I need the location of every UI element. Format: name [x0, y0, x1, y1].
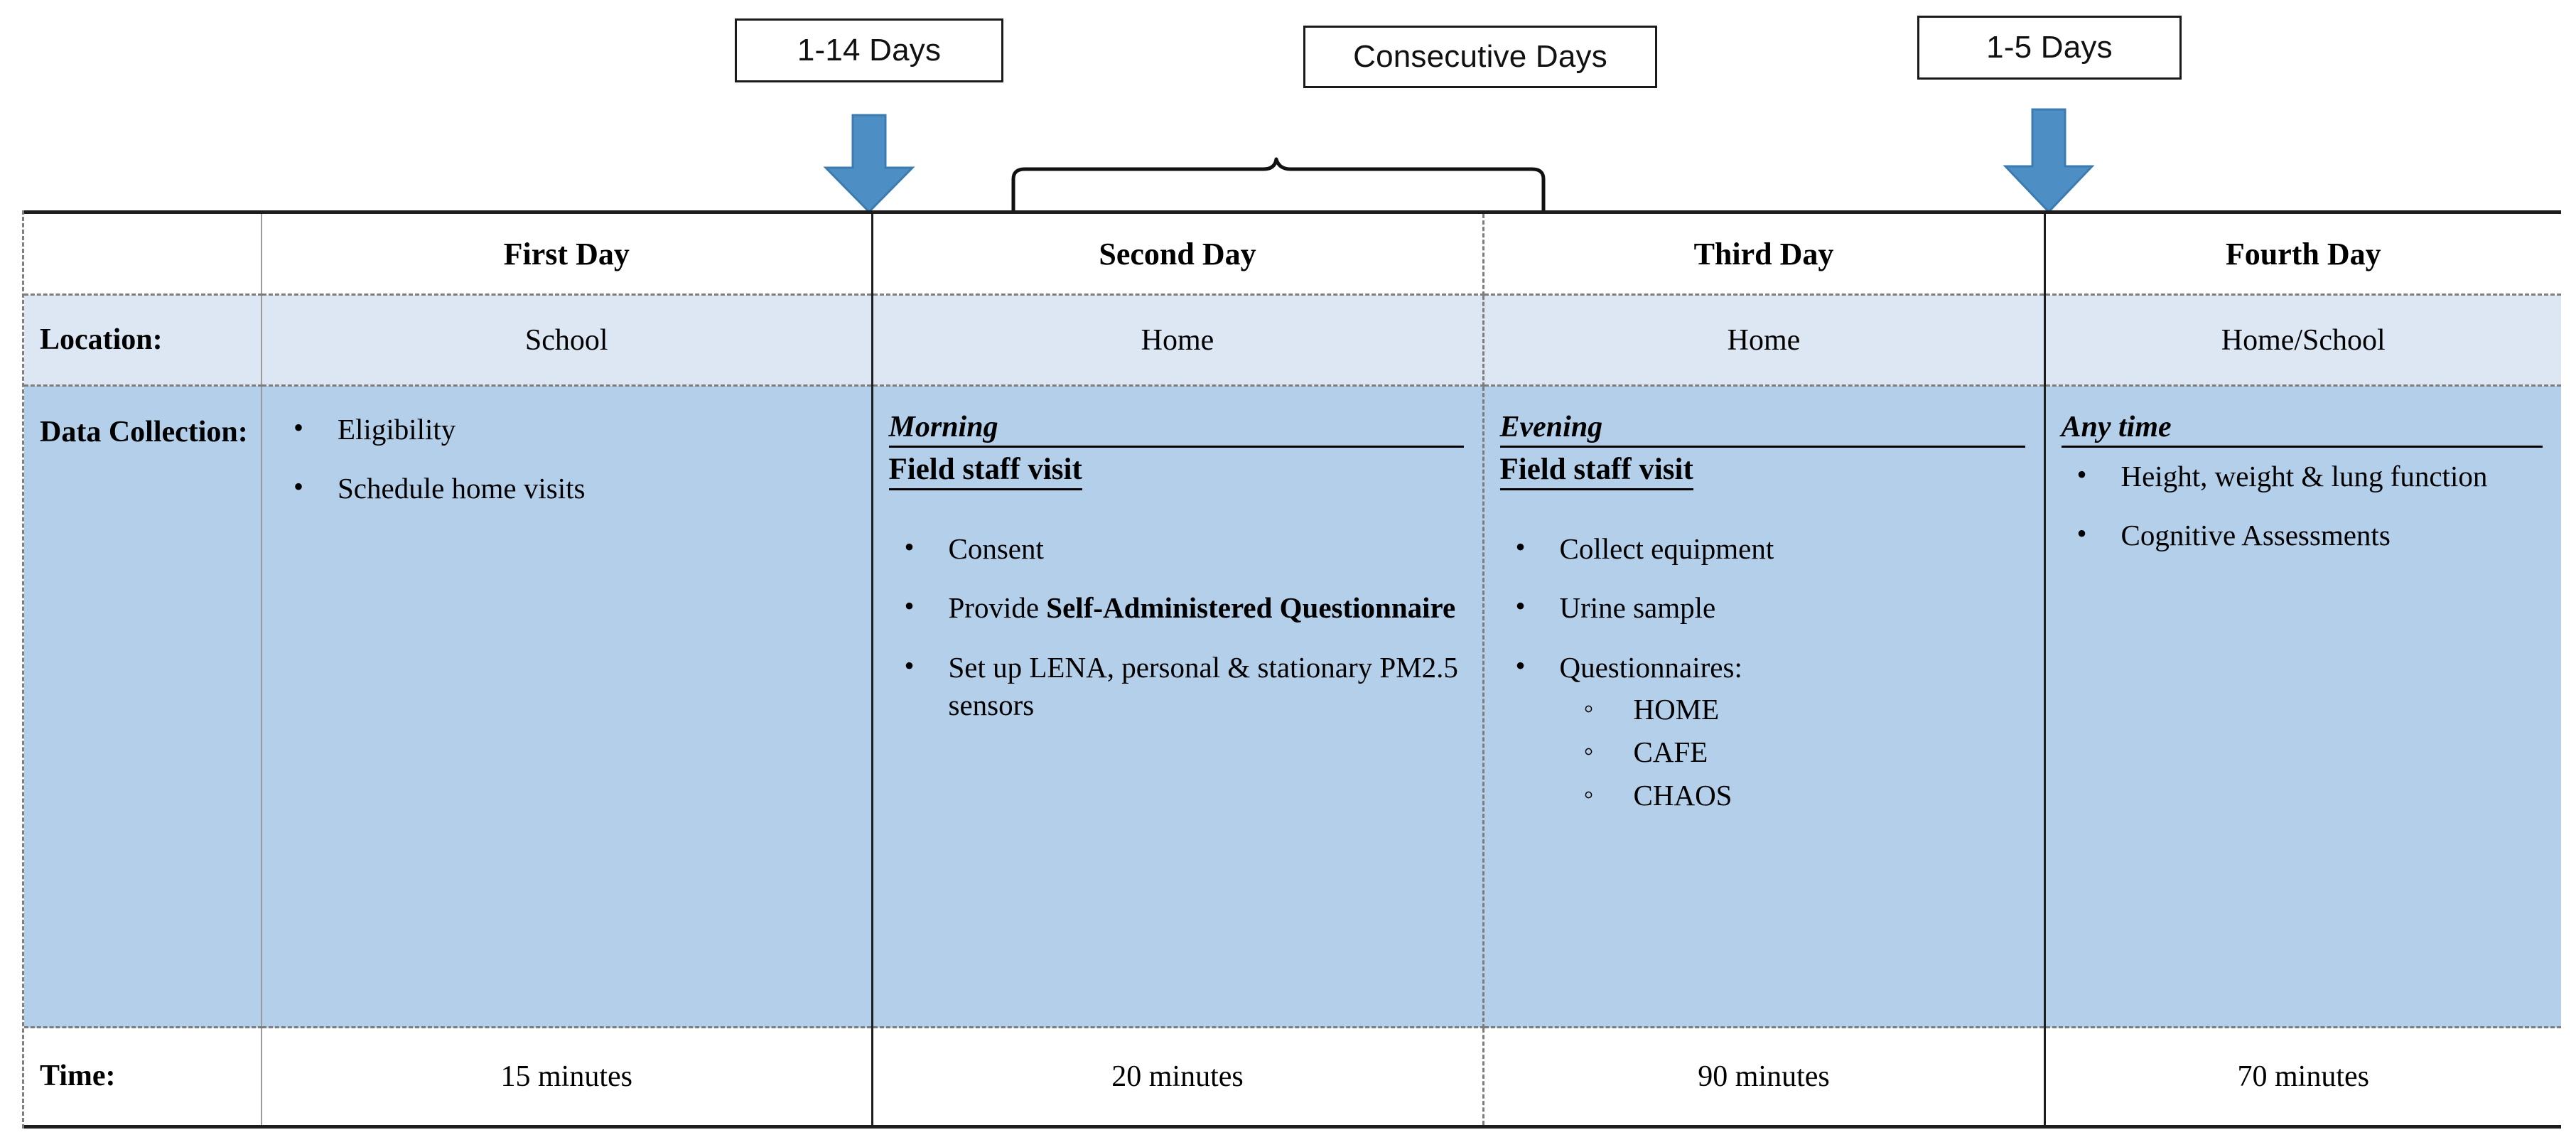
location-first-day: School: [262, 294, 873, 387]
table-row-data-collection: Data Collection: Eligibility Schedule ho…: [24, 385, 2561, 1028]
phase-divider: [2061, 446, 2543, 448]
bullet-list-second-day: Consent Provide Self-Administered Questi…: [889, 529, 1464, 725]
visit-label-third-day: Field staff visit: [1499, 452, 1693, 490]
time-third-day: 90 minutes: [1483, 1027, 2046, 1129]
row-label-time: Time:: [24, 1027, 262, 1129]
list-item: Consent: [889, 529, 1464, 568]
time-second-day: 20 minutes: [872, 1027, 1484, 1129]
column-header-third-day: Third Day: [1483, 210, 2046, 296]
callout-consecutive-days: Consecutive Days: [1303, 26, 1657, 88]
list-item-text: Consent: [948, 532, 1044, 565]
sublist-item: CHAOS: [1560, 776, 2025, 814]
time-fourth-day: 70 minutes: [2044, 1027, 2561, 1129]
data-cell-third-day: Evening Field staff visit Collect equipm…: [1483, 385, 2046, 1028]
table-row-location: Location: School Home Home Home/School: [24, 294, 2561, 387]
bullet-list-first-day: Eligibility Schedule home visits: [278, 409, 853, 508]
list-item: Set up LENA, personal & stationary PM2.5…: [889, 647, 1464, 725]
list-item-emphasis: Self-Administered Questionnaire: [1046, 591, 1456, 625]
list-item: Height, weight & lung function: [2062, 456, 2543, 495]
phase-divider: [1499, 446, 2025, 448]
header-cell-blank: [24, 210, 262, 296]
data-cell-fourth-day: Any time Height, weight & lung function …: [2044, 385, 2561, 1028]
list-item: Questionnaires: HOME CAFE CHAOS: [1500, 647, 2025, 814]
list-item: Provide Self-Administered Questionnaire: [889, 588, 1464, 627]
location-second-day: Home: [872, 294, 1484, 387]
callout-gap-first-to-second: 1-14 Days: [735, 18, 1003, 82]
sublist-item: CAFE: [1560, 733, 2025, 770]
phase-label-second-day: Morning: [888, 411, 998, 443]
table-row-time: Time: 15 minutes 20 minutes 90 minutes 7…: [24, 1027, 2561, 1129]
phase-label-fourth-day: Any time: [2061, 411, 2172, 443]
protocol-table: First Day Second Day Third Day Fourth Da…: [22, 210, 2561, 1129]
phase-divider: [888, 446, 1464, 448]
row-label-location: Location:: [24, 294, 262, 387]
column-header-fourth-day: Fourth Day: [2044, 210, 2561, 296]
callout-gap-third-to-fourth: 1-5 Days: [1917, 16, 2182, 80]
list-item-text: Provide: [948, 591, 1047, 625]
down-arrow-icon-first: [823, 114, 915, 213]
sublist-item: HOME: [1560, 690, 2025, 728]
list-item: Eligibility: [278, 409, 853, 448]
column-header-second-day: Second Day: [872, 210, 1484, 296]
list-item: Cognitive Assessments: [2062, 515, 2543, 554]
bullet-list-third-day: Collect equipment Urine sample Questionn…: [1500, 529, 2025, 814]
row-label-data-collection: Data Collection:: [24, 385, 262, 1028]
down-arrow-icon-second: [2003, 108, 2095, 213]
time-first-day: 15 minutes: [262, 1027, 873, 1129]
list-item: Schedule home visits: [278, 468, 853, 507]
data-cell-first-day: Eligibility Schedule home visits: [262, 385, 873, 1028]
phase-label-third-day: Evening: [1499, 411, 1603, 443]
list-item-text: Set up LENA, personal & stationary PM2.5…: [948, 650, 1458, 721]
list-item: Collect equipment: [1500, 529, 2025, 568]
data-cell-second-day: Morning Field staff visit Consent Provid…: [872, 385, 1484, 1028]
location-fourth-day: Home/School: [2044, 294, 2561, 387]
visit-label-second-day: Field staff visit: [888, 452, 1082, 490]
location-third-day: Home: [1483, 294, 2046, 387]
consecutive-days-brace: [1009, 156, 1549, 232]
sublist-questionnaires: HOME CAFE CHAOS: [1560, 690, 2025, 814]
column-header-first-day: First Day: [262, 210, 873, 296]
table-row-header: First Day Second Day Third Day Fourth Da…: [24, 210, 2561, 296]
list-item: Urine sample: [1500, 588, 2025, 627]
list-item-text: Questionnaires:: [1559, 650, 1742, 684]
bullet-list-fourth-day: Height, weight & lung function Cognitive…: [2062, 456, 2543, 555]
